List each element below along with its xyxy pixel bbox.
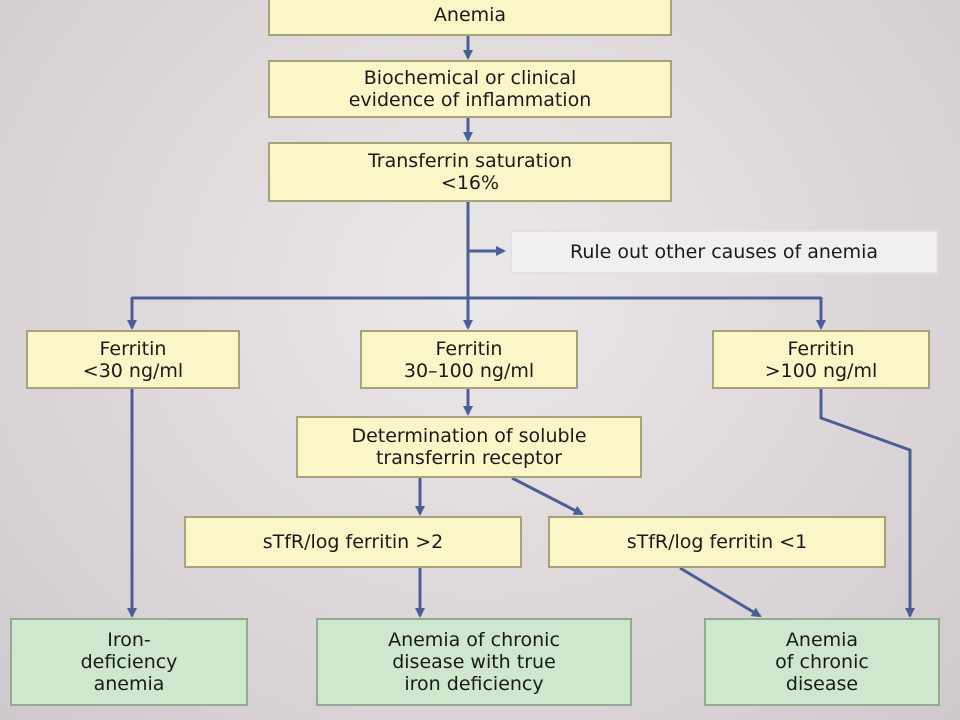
node-stfr-line: Determination of soluble xyxy=(351,425,587,447)
node-ida-line: anemia xyxy=(93,673,165,695)
node-transferrin-line: <16% xyxy=(440,172,500,194)
node-acd-line: disease xyxy=(785,673,859,695)
node-ferritin-low-line: Ferritin xyxy=(99,337,167,360)
node-ratio-low-line: sTfR/log ferritin <1 xyxy=(626,531,808,553)
node-acd-true-line: iron deficiency xyxy=(404,673,544,695)
node-transferrin-saturation: Transferrin saturation <16% xyxy=(268,142,672,202)
note-rule-out-other-causes: Rule out other causes of anemia xyxy=(510,230,938,274)
node-acd-with-iron-deficiency: Anemia of chronic disease with true iron… xyxy=(316,618,632,706)
node-inflammation-line: evidence of inflammation xyxy=(348,89,592,111)
node-acd-true-line: disease with true xyxy=(392,651,556,673)
arrow-ferritin-high-to-acd xyxy=(819,389,915,618)
node-iron-deficiency-anemia: Iron- deficiency anemia xyxy=(10,618,248,706)
node-anemia-line: Anemia xyxy=(433,4,507,26)
node-stfr-line: transferrin receptor xyxy=(375,447,563,469)
node-ferritin-low-line: <30 ng/ml xyxy=(82,359,184,382)
node-ferritin-mid-line: 30–100 ng/ml xyxy=(403,359,535,382)
node-anemia: Anemia xyxy=(268,0,672,36)
node-inflammation-evidence: Biochemical or clinical evidence of infl… xyxy=(268,60,672,118)
node-ferritin-mid-line: Ferritin xyxy=(435,337,503,360)
node-ida-line: deficiency xyxy=(80,651,178,673)
node-acd-true-line: Anemia of chronic xyxy=(388,629,560,651)
node-ferritin-mid: Ferritin 30–100 ng/ml xyxy=(360,330,578,389)
node-ferritin-high: Ferritin >100 ng/ml xyxy=(712,330,930,389)
node-acd-line: of chronic xyxy=(775,651,869,673)
node-ratio-above-2: sTfR/log ferritin >2 xyxy=(184,516,522,568)
node-inflammation-line: Biochemical or clinical xyxy=(363,67,577,89)
node-anemia-of-chronic-disease: Anemia of chronic disease xyxy=(704,618,940,706)
node-ratio-high-line: sTfR/log ferritin >2 xyxy=(262,531,444,553)
arrow-ratio-low-to-acd xyxy=(679,566,762,618)
node-soluble-transferrin-receptor: Determination of soluble transferrin rec… xyxy=(296,416,642,478)
node-ida-line: Iron- xyxy=(107,629,151,651)
node-acd-line: Anemia xyxy=(785,629,859,651)
node-ferritin-high-line: Ferritin xyxy=(787,337,855,360)
arrow-stfr-to-ratio-low xyxy=(511,476,584,516)
node-ferritin-low: Ferritin <30 ng/ml xyxy=(26,330,240,389)
node-ratio-below-1: sTfR/log ferritin <1 xyxy=(548,516,886,568)
node-transferrin-line: Transferrin saturation xyxy=(367,150,573,172)
note-rule-out-line: Rule out other causes of anemia xyxy=(569,241,879,263)
node-ferritin-high-line: >100 ng/ml xyxy=(764,359,878,382)
